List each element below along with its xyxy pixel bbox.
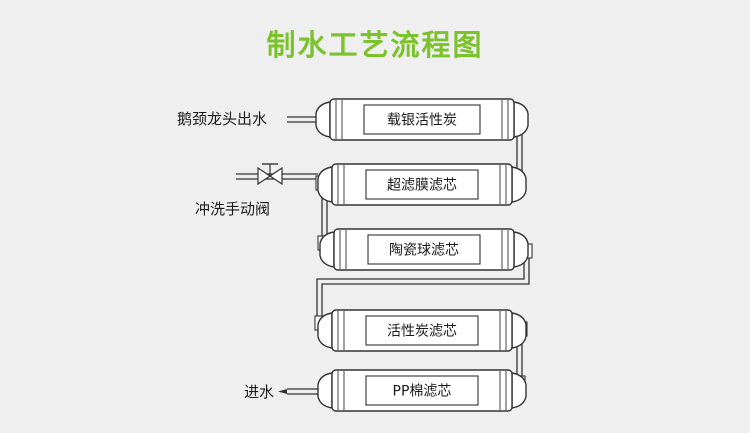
cartridge-label-box [365,375,479,406]
cartridge-left-cap [319,231,335,268]
cartridge-label-box [367,234,481,265]
filter-cartridge-4: 活性炭滤芯 [317,309,527,352]
inlet-label: 进水 [244,383,274,401]
filter-cartridge-2: 超滤膜滤芯 [317,163,527,206]
page-title: 制水工艺流程图 [266,28,484,62]
inlet-pipe [287,388,318,395]
cartridge-right-cap [513,231,529,268]
pipe-f3-f4 [316,250,530,318]
cartridge-label-box [363,104,481,135]
filter-label: 活性炭滤芯 [387,324,457,340]
cartridge-left-cap [315,101,331,138]
filter-cartridge-3: 陶瓷球滤芯 [319,228,529,271]
cartridge-label-box [365,315,479,346]
cartridge-left-cap [317,166,333,203]
cartridge-right-cap [511,166,527,203]
cartridge-right-cap [513,101,529,138]
cartridge-right-cap [511,312,527,349]
cartridge-left-cap [317,372,333,409]
manual-valve-icon [257,163,283,186]
filter-label: 载银活性炭 [387,113,457,129]
filter-cartridge-5: PP棉滤芯 [317,369,527,412]
outlet-label: 鹅颈龙头出水 [177,110,267,128]
outlet-pipe [287,116,318,123]
filter-label: 超滤膜滤芯 [387,178,457,194]
filter-cartridge-1: 载银活性炭 [315,98,529,141]
filter-label: PP棉滤芯 [393,383,452,400]
cartridge-label-box [365,169,479,200]
cartridge-left-cap [317,312,333,349]
flush-valve-label: 冲洗手动阀 [195,200,270,218]
filter-label: 陶瓷球滤芯 [389,243,459,259]
cartridge-right-cap [511,372,527,409]
inlet-arrow-icon [278,389,287,394]
